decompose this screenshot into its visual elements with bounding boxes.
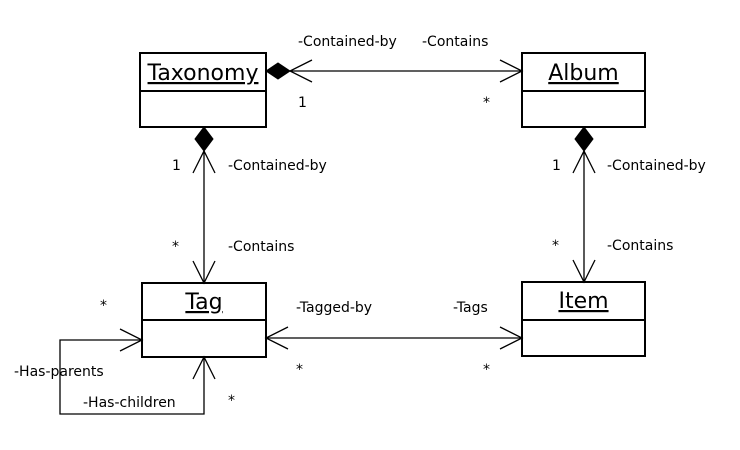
class-album-name: Album [548,61,619,86]
composition-diamond-icon [194,126,214,152]
class-item-name: Item [558,289,608,314]
role-item-contained-by: -Contained-by [607,158,706,174]
mult-tag-item-tag: * [296,362,303,378]
role-tag-tags: -Tags [453,300,488,316]
role-tag-has-parents: -Has-parents [14,364,104,380]
role-album-contains: -Contains [422,34,488,50]
role-tag-has-children: -Has-children [83,395,176,411]
open-arrow-up-icon [192,149,216,174]
assoc-tag-self[interactable] [59,328,216,415]
mult-album-item-1: 1 [552,158,561,174]
role-album-contains: -Contains [607,238,673,254]
class-tag-name: Tag [184,290,222,315]
assoc-taxonomy-tag[interactable] [192,126,216,285]
open-arrow-up-icon [192,355,216,380]
composition-diamond-icon [265,62,291,80]
open-arrow-right-icon [119,328,144,352]
class-taxonomy-name: Taxonomy [147,61,259,86]
mult-taxonomy-tag-1: 1 [172,158,181,174]
role-tag-contained-by: -Contained-by [228,158,327,174]
mult-taxonomy-album-1: 1 [298,95,307,111]
open-arrow-left-icon [264,326,289,350]
open-arrow-left-icon [288,59,313,83]
mult-taxonomy-album-many: * [483,95,490,111]
class-tag[interactable]: Tag [141,282,267,358]
mult-album-item-many: * [552,238,559,254]
role-taxonomy-contains: -Contains [228,239,294,255]
mult-taxonomy-tag-many: * [172,239,179,255]
open-arrow-right-icon [499,326,524,350]
mult-tag-children: * [228,393,235,409]
open-arrow-down-icon [192,260,216,285]
assoc-album-item[interactable] [572,126,596,284]
assoc-taxonomy-album[interactable] [265,59,524,83]
role-item-tagged-by: -Tagged-by [296,300,372,316]
class-album[interactable]: Album [521,52,646,128]
role-taxonomy-contained-by: -Contained-by [298,34,397,50]
mult-tag-item-item: * [483,362,490,378]
open-arrow-down-icon [572,259,596,284]
class-taxonomy[interactable]: Taxonomy [139,52,267,128]
mult-tag-parents: * [100,298,107,314]
open-arrow-right-icon [499,59,524,83]
assoc-tag-item[interactable] [264,326,524,350]
composition-diamond-icon [574,126,594,152]
class-item[interactable]: Item [521,281,646,357]
open-arrow-up-icon [572,149,596,174]
